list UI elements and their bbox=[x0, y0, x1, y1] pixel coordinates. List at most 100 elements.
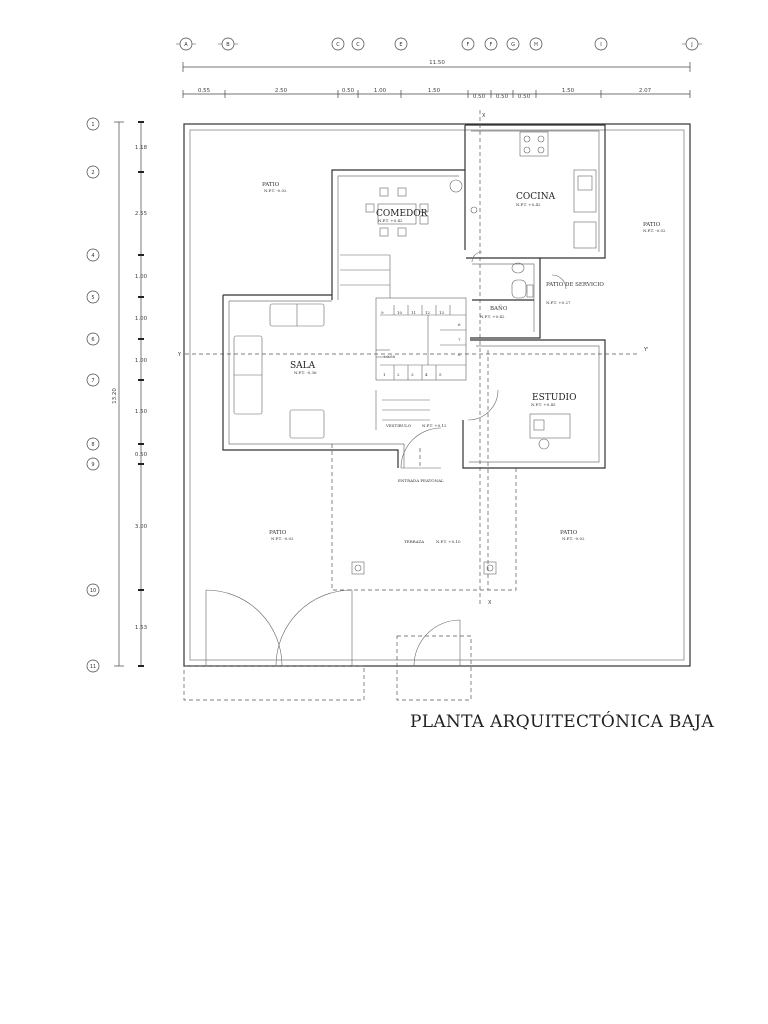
svg-text:2: 2 bbox=[397, 372, 400, 377]
grid-bubble-B: B bbox=[221, 37, 235, 51]
svg-text:1.18: 1.18 bbox=[135, 145, 148, 151]
svg-text:C: C bbox=[336, 42, 340, 48]
svg-text:+0.80: +0.80 bbox=[383, 354, 396, 359]
svg-text:12: 12 bbox=[425, 310, 431, 315]
svg-text:H: H bbox=[534, 42, 538, 48]
svg-text:0.50: 0.50 bbox=[518, 94, 531, 100]
svg-text:I: I bbox=[600, 42, 601, 48]
grid-bubble-5: 5 bbox=[86, 290, 100, 304]
section-lines: X X Y Y' bbox=[177, 110, 648, 606]
svg-text:11: 11 bbox=[90, 664, 96, 670]
grid-bubble-F2: F bbox=[484, 37, 498, 51]
room-labels: PATIO N.P.T. -0.02 COMEDOR N.P.T. +0.42 … bbox=[262, 182, 666, 544]
svg-text:2: 2 bbox=[91, 170, 94, 176]
house-walls bbox=[222, 124, 606, 469]
svg-text:1.50: 1.50 bbox=[135, 409, 148, 415]
grid-bubble-I: I bbox=[594, 37, 608, 51]
svg-text:0.50: 0.50 bbox=[135, 452, 148, 458]
svg-text:4: 4 bbox=[425, 372, 428, 377]
svg-text:Y: Y bbox=[177, 352, 182, 358]
label-comedor: COMEDOR bbox=[376, 209, 428, 219]
svg-text:C: C bbox=[356, 42, 360, 48]
svg-text:10: 10 bbox=[397, 310, 403, 315]
level-vestibulo: N.P.T. +0.12 bbox=[422, 423, 447, 428]
column-grid-bubbles: A B C C E F F G H I J bbox=[176, 37, 702, 51]
horizontal-dimension-chain: 0.55 2.50 0.50 1.00 1.50 0.50 0.50 0.50 … bbox=[182, 88, 691, 100]
svg-text:11.50: 11.50 bbox=[429, 60, 445, 66]
level-comedor: N.P.T. +0.42 bbox=[378, 218, 403, 223]
svg-text:3.00: 3.00 bbox=[135, 524, 148, 530]
svg-text:J: J bbox=[690, 42, 692, 48]
svg-text:3: 3 bbox=[411, 372, 414, 377]
label-patio-se: PATIO bbox=[560, 530, 578, 536]
grid-bubble-1: 1 bbox=[86, 117, 100, 131]
row-grid-bubbles: 1 2 4 5 6 7 8 9 10 11 bbox=[86, 117, 100, 673]
grid-bubble-4: 4 bbox=[86, 248, 100, 262]
overall-width-dimension: 11.50 bbox=[182, 60, 691, 72]
svg-text:5: 5 bbox=[91, 295, 94, 301]
level-patio-e: N.P.T. -0.02 bbox=[643, 228, 666, 233]
label-patio-e: PATIO bbox=[643, 222, 661, 228]
svg-text:6: 6 bbox=[91, 337, 94, 343]
grid-bubble-10: 10 bbox=[86, 583, 100, 597]
svg-text:1.00: 1.00 bbox=[135, 274, 148, 280]
svg-text:6: 6 bbox=[458, 322, 461, 327]
svg-text:7: 7 bbox=[458, 337, 461, 342]
grid-bubble-7: 7 bbox=[86, 373, 100, 387]
svg-text:0.50: 0.50 bbox=[473, 94, 486, 100]
staircase: 9 10 11 12 13 6 7 8 1 2 3 4 5 +0.80 bbox=[340, 254, 466, 430]
vertical-dimension-chain: 13.20 1.18 2.55 1.00 1.00 1.00 1.50 0.50… bbox=[112, 121, 148, 667]
svg-text:4: 4 bbox=[91, 253, 94, 259]
property-boundary bbox=[183, 123, 691, 667]
svg-text:X: X bbox=[482, 113, 486, 119]
svg-text:1: 1 bbox=[91, 122, 94, 128]
svg-text:B: B bbox=[226, 42, 230, 48]
svg-text:7: 7 bbox=[91, 378, 94, 384]
grid-bubble-E: E bbox=[394, 37, 408, 51]
svg-text:1.50: 1.50 bbox=[428, 88, 441, 94]
level-bano: N.P.T. +0.42 bbox=[480, 314, 505, 319]
grid-bubble-H: H bbox=[529, 37, 543, 51]
svg-text:F: F bbox=[490, 42, 493, 48]
level-patio-sw: N.P.T. -0.02 bbox=[271, 536, 294, 541]
level-patio-nw: N.P.T. -0.02 bbox=[264, 188, 287, 193]
grid-bubble-8: 8 bbox=[86, 437, 100, 451]
grid-bubble-C2: C bbox=[351, 37, 365, 51]
svg-text:2.07: 2.07 bbox=[639, 88, 652, 94]
svg-text:0.50: 0.50 bbox=[496, 94, 509, 100]
dining-table bbox=[365, 179, 463, 237]
label-terraza: TERRAZA bbox=[404, 539, 424, 544]
svg-text:13: 13 bbox=[439, 310, 445, 315]
study-desk bbox=[529, 413, 571, 450]
kitchen-fixtures bbox=[470, 131, 597, 249]
level-sala: N.P.T. -0.36 bbox=[294, 370, 317, 375]
svg-text:9: 9 bbox=[91, 462, 94, 468]
svg-text:8: 8 bbox=[458, 352, 461, 357]
label-estudio: ESTUDIO bbox=[532, 393, 576, 403]
svg-text:1.00: 1.00 bbox=[135, 316, 148, 322]
label-sala: SALA bbox=[290, 361, 316, 371]
plan-title: PLANTA ARQUITECTÓNICA BAJA bbox=[410, 712, 714, 732]
svg-text:0.55: 0.55 bbox=[198, 88, 211, 94]
svg-text:1.00: 1.00 bbox=[135, 358, 148, 364]
doors bbox=[205, 251, 567, 667]
grid-bubble-A: A bbox=[179, 37, 193, 51]
grid-bubble-11: 11 bbox=[86, 659, 100, 673]
grid-bubble-6: 6 bbox=[86, 332, 100, 346]
svg-text:E: E bbox=[399, 42, 402, 48]
bathroom-fixtures bbox=[511, 262, 534, 299]
grid-bubble-C1: C bbox=[331, 37, 345, 51]
svg-text:9: 9 bbox=[381, 310, 384, 315]
svg-text:F: F bbox=[467, 42, 470, 48]
grid-bubble-J: J bbox=[685, 37, 699, 51]
level-estudio: N.P.T. +0.45 bbox=[531, 402, 556, 407]
label-cocina: COCINA bbox=[516, 192, 556, 202]
label-vestibulo: VESTIBULO bbox=[385, 423, 412, 428]
label-bano: BAÑO bbox=[490, 304, 508, 312]
svg-text:X: X bbox=[488, 600, 492, 606]
svg-text:13.20: 13.20 bbox=[112, 388, 118, 404]
svg-text:1.50: 1.50 bbox=[562, 88, 575, 94]
living-room-sofas bbox=[233, 303, 325, 439]
svg-text:1.00: 1.00 bbox=[374, 88, 387, 94]
label-patio-nw: PATIO bbox=[262, 182, 280, 188]
